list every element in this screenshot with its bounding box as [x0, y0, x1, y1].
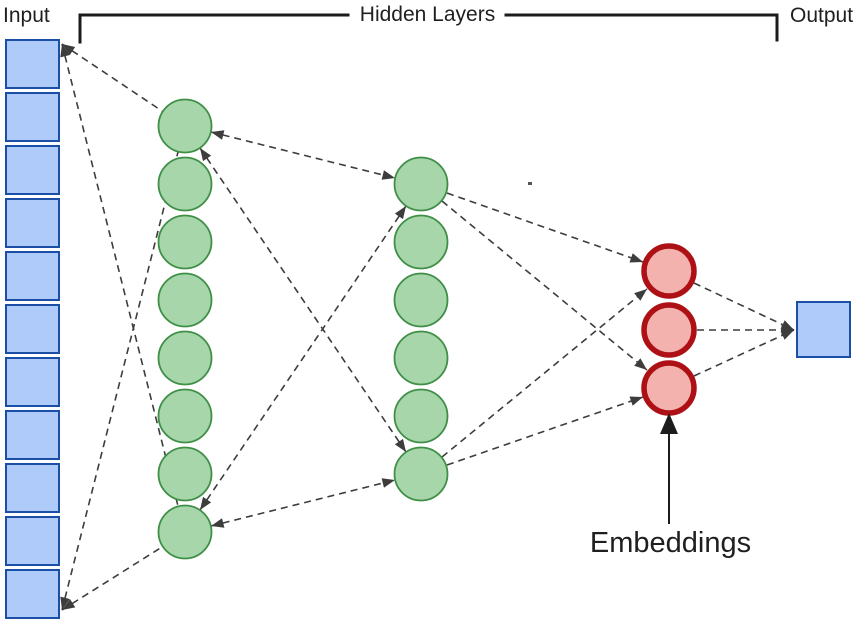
connection-line: [210, 478, 396, 528]
hidden1-neuron: [157, 156, 213, 212]
embedding-neuron: [641, 243, 697, 299]
hidden1-neuron: [157, 214, 213, 270]
connection-line: [61, 43, 163, 112]
input-square: [5, 198, 60, 248]
output-square: [796, 301, 851, 358]
input-square: [5, 304, 60, 354]
input-square: [5, 357, 60, 407]
embedding-neuron: [641, 302, 697, 358]
input-square: [5, 145, 60, 195]
hidden-layers-label: Hidden Layers: [359, 3, 496, 26]
hidden2-neuron: [393, 156, 449, 212]
hidden2-neuron: [393, 214, 449, 270]
hidden1-neuron: [157, 446, 213, 502]
connection-line: [693, 329, 795, 377]
input-square: [5, 569, 60, 619]
input-square: [5, 92, 60, 142]
connection-line: [693, 282, 795, 331]
hidden2-neuron: [393, 330, 449, 386]
input-square: [5, 463, 60, 513]
hidden1-neuron: [157, 98, 213, 154]
connection-line: [61, 546, 163, 611]
connection-line: [199, 205, 407, 511]
connection-line: [199, 147, 407, 453]
hidden1-neuron: [157, 388, 213, 444]
connection-line: [60, 43, 179, 507]
embeddings-label: Embeddings: [589, 527, 752, 559]
input-square: [5, 516, 60, 566]
input-square: [5, 39, 60, 89]
input-label: Input: [3, 4, 50, 27]
connection-line: [446, 396, 644, 466]
hidden2-neuron: [393, 446, 449, 502]
embedding-neuron: [641, 360, 697, 416]
connection-line: [446, 192, 644, 263]
connection-line: [210, 130, 396, 180]
connection-line: [441, 200, 648, 371]
connection-line: [60, 151, 179, 611]
hidden1-neuron: [157, 272, 213, 328]
connection-line: [441, 288, 648, 458]
hidden1-neuron: [157, 330, 213, 386]
output-label: Output: [790, 4, 854, 27]
input-square: [5, 251, 60, 301]
embeddings-arrow-head: [660, 413, 678, 434]
input-square: [5, 410, 60, 460]
hidden2-neuron: [393, 272, 449, 328]
stray-mark: [528, 182, 532, 185]
hidden2-neuron: [393, 388, 449, 444]
hidden1-neuron: [157, 504, 213, 560]
